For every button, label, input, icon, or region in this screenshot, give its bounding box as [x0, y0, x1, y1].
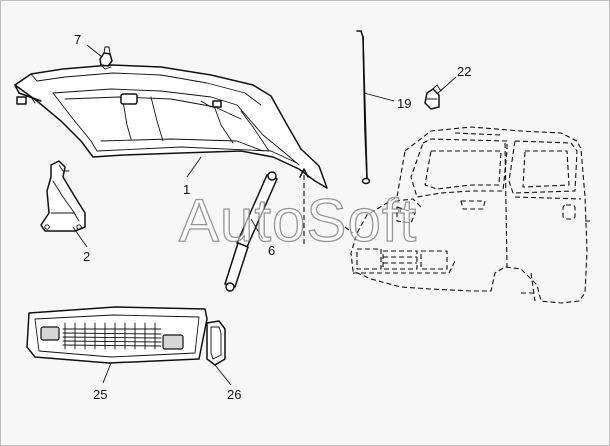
callout-25: 25 [93, 387, 108, 402]
gas-strut [224, 171, 278, 292]
catch-part [424, 84, 442, 110]
leader-lines [72, 44, 457, 386]
cab-outline [350, 126, 591, 304]
callout-1: 1 [183, 182, 191, 197]
hinge-bracket [40, 160, 86, 232]
callout-26: 26 [227, 387, 242, 402]
callout-7: 7 [74, 32, 82, 47]
callout-2: 2 [83, 249, 91, 264]
clip-part [99, 46, 113, 70]
watermark-logo: AutoSoft [178, 187, 418, 254]
callout-22: 22 [457, 64, 472, 79]
hood-panel [14, 64, 328, 189]
side-lens [206, 320, 226, 366]
support-rod [356, 30, 371, 185]
callout-19: 19 [397, 96, 412, 111]
grille-part [26, 306, 208, 364]
callout-6: 6 [268, 243, 276, 258]
grille-slats [62, 322, 162, 350]
